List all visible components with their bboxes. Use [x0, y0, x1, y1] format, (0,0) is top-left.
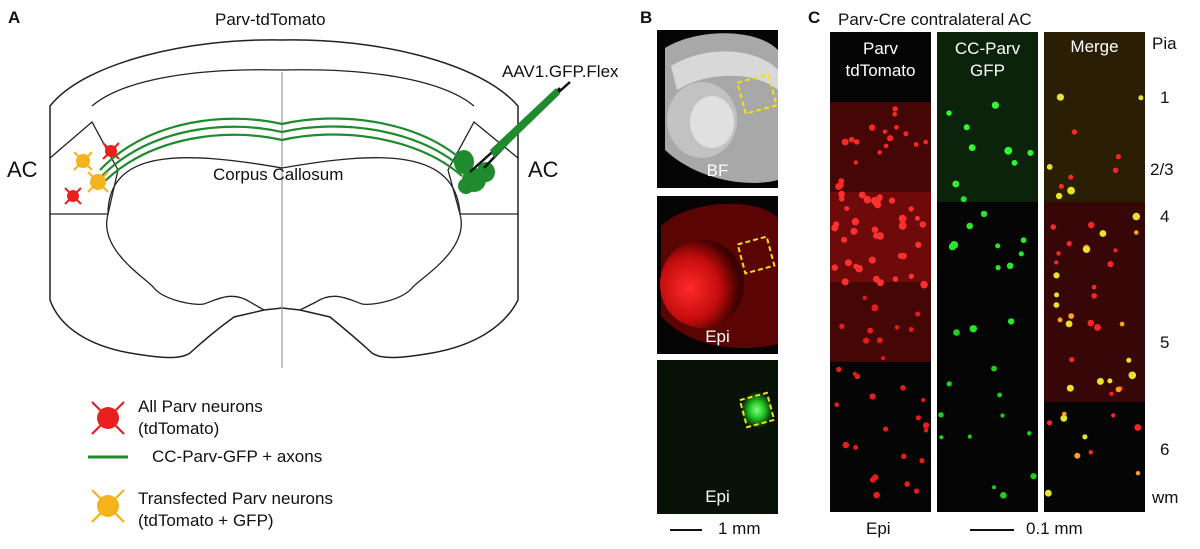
injection-pipette-icon: [469, 81, 571, 173]
panel-b-letter: B: [640, 8, 653, 27]
legend-item-0: All Parv neurons (tdTomato): [138, 397, 263, 438]
epi-green-caption: Epi: [705, 487, 730, 506]
layer-label-pia: Pia: [1152, 34, 1177, 53]
column-1-header: CC-Parv GFP: [954, 39, 1021, 80]
injection-label: AAV1.GFP.Flex: [502, 62, 619, 81]
inner-cortex-line: [91, 69, 475, 107]
green-cells-svg: [937, 32, 1038, 499]
panel-c-letter: C: [808, 8, 821, 27]
panel-c-bottom-label: Epi: [866, 519, 891, 538]
bf-caption: BF: [706, 161, 729, 180]
brain-outline: [49, 39, 519, 359]
layer-label-5: 5: [1160, 333, 1170, 352]
yellow-neuron-icon: [91, 489, 125, 523]
epi-green-image: Epi: [657, 360, 778, 514]
left-ac-neurons: [64, 142, 120, 205]
corpus-callosum-label: Corpus Callosum: [213, 165, 344, 184]
panel-a-legend: All Parv neurons (tdTomato) CC-Parv-GFP …: [80, 392, 410, 542]
left-ac-region: [49, 120, 119, 215]
epi-red-caption: Epi: [705, 327, 730, 346]
layer-label-1: 1: [1160, 88, 1170, 107]
red-neuron-icon: [91, 401, 125, 435]
layer-label-4: 4: [1160, 207, 1170, 226]
right-ac-label: AC: [528, 157, 559, 182]
panel-b-scalebar: [670, 529, 702, 531]
panel-b-scale-label: 1 mm: [718, 519, 761, 538]
green-axon-line-icon: [88, 455, 128, 459]
brain-diagram: [49, 39, 571, 368]
panel-c-scalebar: [970, 529, 1014, 531]
red-cells-svg: [830, 102, 931, 499]
panel-a-letter: A: [8, 8, 21, 27]
bf-image: BF: [657, 30, 778, 188]
panel-a-title: Parv-tdTomato: [215, 10, 326, 29]
parv-tdtomato-column: Parv tdTomato: [830, 32, 931, 512]
epi-red-image: Epi: [657, 196, 778, 354]
right-ac-region: [447, 120, 519, 215]
panel-c-title: Parv-Cre contralateral AC: [838, 10, 1032, 29]
column-0-header: Parv tdTomato: [845, 39, 916, 80]
cc-parv-gfp-column: CC-Parv GFP: [937, 32, 1038, 512]
merge-cells-svg: [1044, 32, 1145, 497]
legend-item-2: Transfected Parv neurons (tdTomato + GFP…: [138, 489, 333, 530]
layer-label-wm: wm: [1152, 488, 1179, 507]
injection-site: [454, 150, 495, 194]
layer-label-6: 6: [1160, 440, 1170, 459]
subcortical-outline: [107, 157, 462, 311]
panel-c-scale-label: 0.1 mm: [1026, 519, 1083, 538]
left-ac-label: AC: [7, 157, 38, 182]
merge-column: Merge: [1044, 32, 1145, 512]
column-2-header: Merge: [1070, 37, 1119, 56]
corpus-callosum-axons: [99, 117, 463, 187]
legend-item-1: CC-Parv-GFP + axons: [152, 447, 323, 466]
layer-label-2-3: 2/3: [1150, 160, 1174, 179]
